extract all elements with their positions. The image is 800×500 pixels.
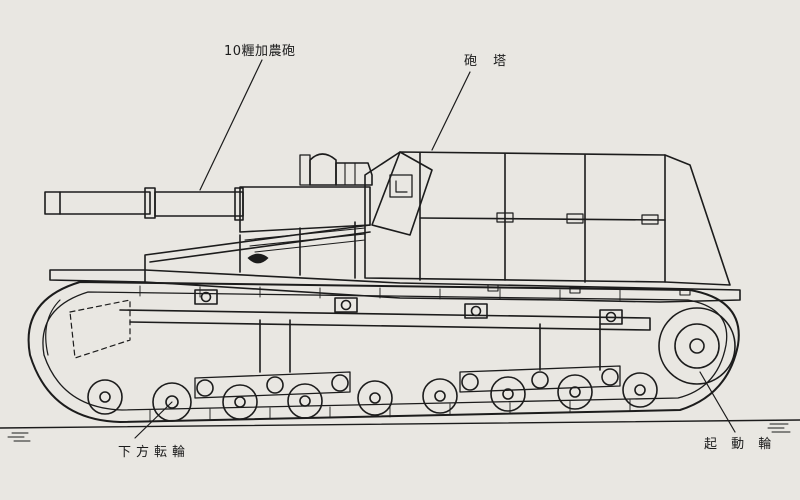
label-drive-wheel: 起 動 輪: [704, 437, 777, 452]
suspension: [194, 365, 621, 399]
idler-wheel: [45, 299, 61, 356]
hull: [49, 221, 741, 373]
label-road-wheels: 下方転輪: [118, 445, 191, 460]
label-gun: 10糎加農砲: [224, 44, 296, 59]
turret: [239, 151, 731, 286]
gun-barrel: [44, 187, 244, 221]
road-wheels: [87, 372, 658, 422]
leader-lines: [134, 59, 736, 439]
drive-wheel: [658, 307, 736, 385]
ground-line: [0, 419, 800, 442]
label-turret: 砲 塔: [464, 54, 513, 69]
track: [27, 281, 740, 423]
